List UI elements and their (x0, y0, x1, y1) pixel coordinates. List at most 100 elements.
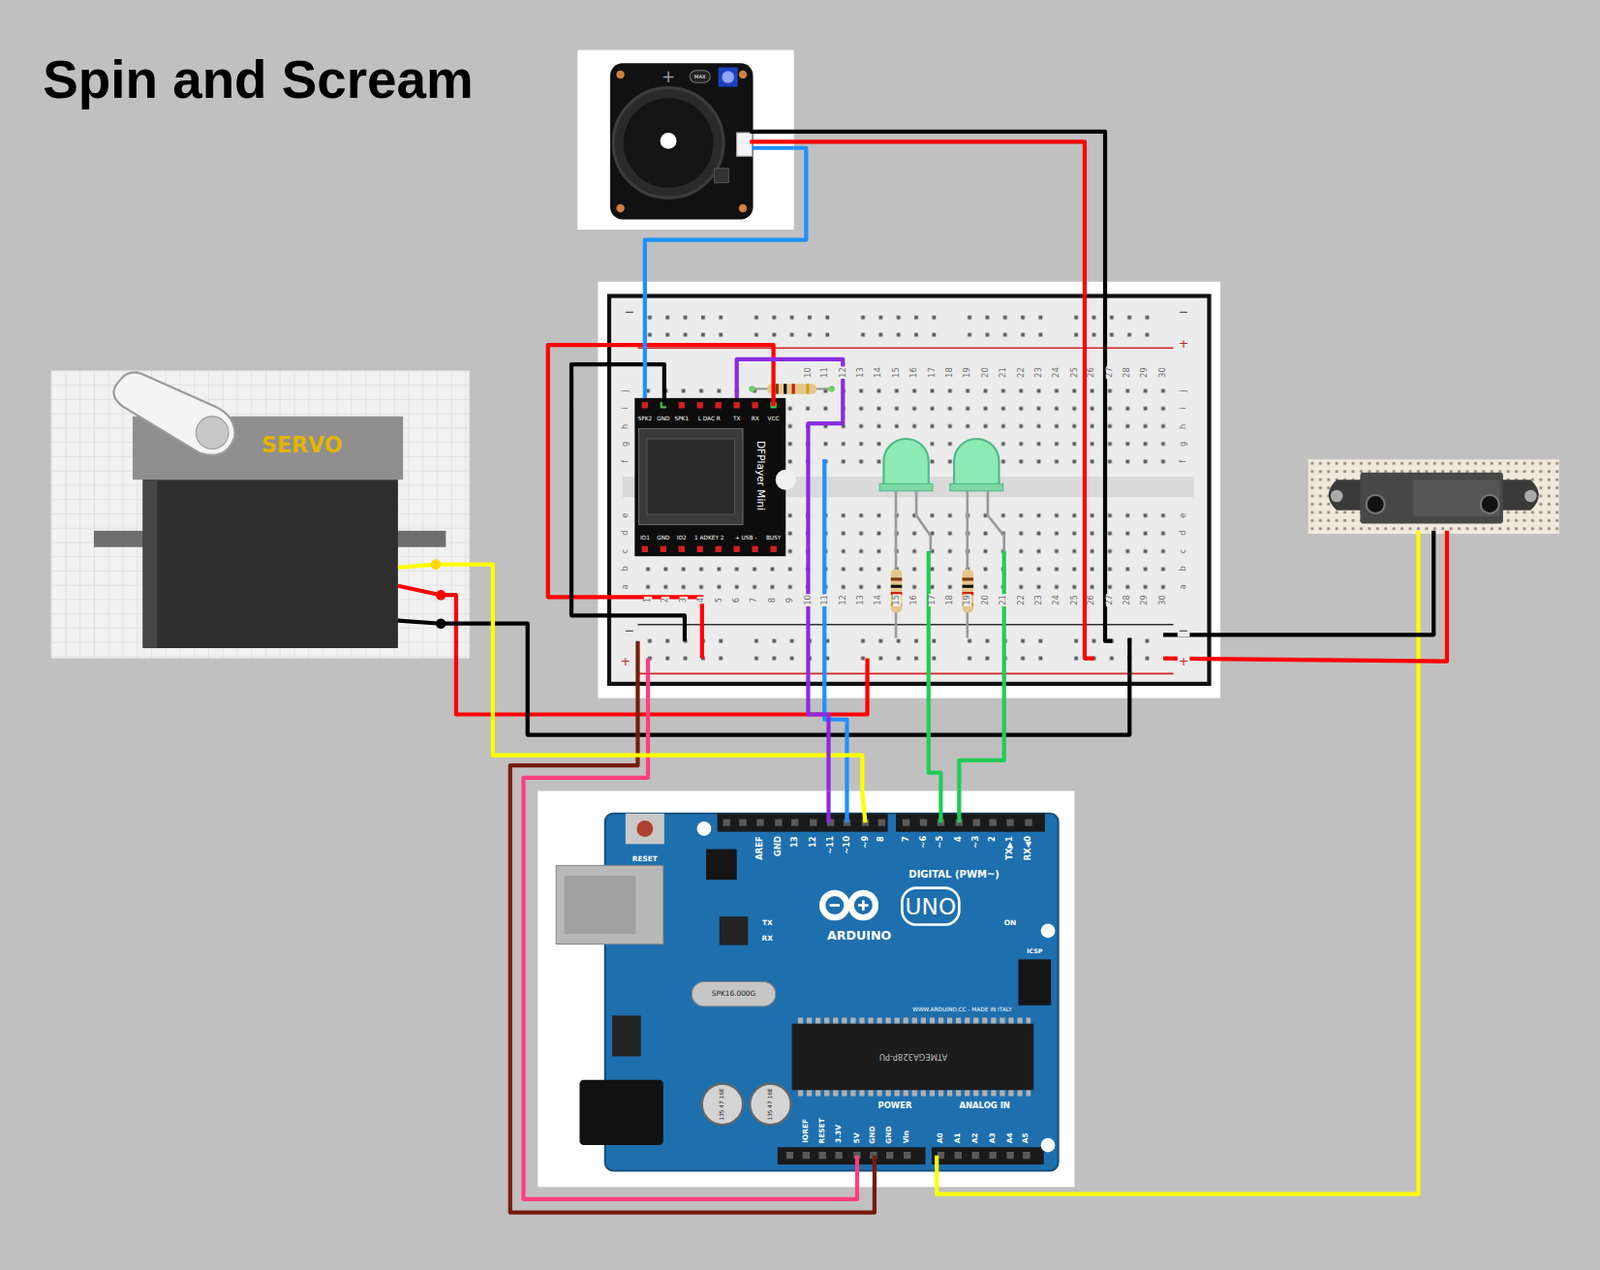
header-pins (726, 818, 1029, 826)
buzzer-hole (660, 132, 677, 150)
lead-dot (430, 558, 442, 570)
column-number: 17 (927, 593, 936, 607)
column-number: 28 (1123, 366, 1132, 379)
resistor-body (962, 569, 975, 613)
sensor-wire (936, 530, 1418, 1195)
sd-slot (639, 428, 743, 524)
pin-label: 1 ADKEY 2 (694, 534, 724, 541)
reset-cap (636, 820, 653, 837)
module-pins (642, 401, 777, 553)
crystal-marking: SPK16.000G (711, 989, 757, 997)
resistor-band (891, 577, 903, 581)
usb-port (555, 864, 664, 944)
logo-plus (861, 899, 865, 911)
button-label: RESET (632, 855, 658, 862)
resistor-body (891, 569, 903, 613)
column-number: 11 (821, 593, 830, 607)
pin-label: 12 (808, 835, 817, 848)
module-name: DFPlayer Mini (755, 440, 767, 511)
column-number: 25 (1070, 593, 1078, 607)
row-letter: d (621, 528, 630, 536)
arduino-ground (537, 791, 1075, 1188)
column-number: 14 (874, 366, 883, 379)
led-label: TX (762, 920, 773, 927)
pin-label: IOREF (802, 1118, 810, 1143)
column-number: 16 (910, 593, 919, 607)
arduino-uno-board: RESETAREFGND1312~11~10~987~6~54~32TX▶1RX… (537, 791, 1075, 1188)
capacitor-marking: 135 47 16E (719, 1087, 726, 1120)
column-number: 20 (981, 366, 989, 379)
led-leg (894, 488, 898, 639)
sensor-lens (1366, 494, 1385, 514)
column-number: 27 (1106, 366, 1114, 379)
pot-label: MAX (694, 73, 707, 79)
perfboard (1308, 459, 1560, 534)
contact-dot (748, 385, 755, 392)
pin-label: TX▶1 (1006, 835, 1015, 861)
power-wire (1163, 530, 1447, 662)
row-letter: e (1179, 511, 1188, 519)
column-number: 23 (1034, 593, 1043, 607)
column-number: 3 (678, 596, 687, 604)
pin-label: A0 (937, 1132, 945, 1143)
led-leg (916, 488, 931, 552)
crystal (691, 982, 775, 1007)
column-number: 28 (1123, 593, 1132, 607)
pin (678, 401, 685, 408)
ground-wire (1163, 530, 1434, 635)
header-label: ICSP (1026, 948, 1043, 954)
resistor-band (775, 383, 779, 395)
mount-hole (615, 70, 624, 79)
pin-label: L DAC R (698, 416, 721, 423)
ground-wire (510, 641, 875, 1213)
row-letter: a (1179, 583, 1188, 590)
ir-sensor-illustration (1308, 459, 1560, 534)
mount-hole (1330, 490, 1344, 503)
header-label: DIGITAL (PWM~) (908, 869, 1000, 880)
led-dome (953, 438, 999, 489)
pin (660, 546, 667, 553)
rail-holes (641, 632, 1174, 668)
resistor-band (792, 383, 796, 395)
signal-wire (826, 791, 831, 824)
column-number: 30 (1159, 366, 1168, 379)
pin-label: RX (751, 416, 760, 423)
chip-marking: ATMEGA328P-PU (879, 1051, 948, 1060)
column-number: 17 (927, 366, 936, 379)
resistor-symbol (748, 383, 834, 395)
resistor-band (962, 577, 975, 581)
column-number: 9 (786, 596, 795, 604)
smd-chip (713, 168, 729, 184)
pin-label: VCC (768, 416, 780, 423)
pin (678, 546, 685, 553)
led-leg (965, 488, 969, 639)
speaker-connector (737, 132, 753, 156)
column-number: 4 (697, 596, 706, 604)
row-letter: d (1179, 528, 1188, 536)
row-letter: c (1179, 548, 1188, 555)
column-number: 26 (1087, 366, 1096, 379)
pin-label: + USB - (735, 534, 758, 541)
pin (751, 401, 758, 408)
column-number: 25 (1070, 366, 1078, 379)
column-number: 15 (892, 366, 901, 379)
power-rail-line (637, 673, 1173, 676)
column-number: 22 (1016, 366, 1025, 379)
power-wire (548, 344, 774, 658)
static-wires (398, 131, 1447, 1213)
column-number: 19 (963, 593, 972, 607)
led-dome (883, 438, 928, 489)
pin (734, 546, 740, 553)
signal-wire (861, 791, 865, 824)
pin-label: 3.3V (834, 1124, 842, 1143)
servo-label: SERVO (261, 434, 343, 457)
servo-horn (113, 371, 235, 455)
mount-hole (1041, 923, 1056, 938)
row-letter: j (621, 388, 630, 393)
column-number: 30 (1159, 593, 1168, 607)
led-wire (958, 551, 1004, 823)
column-number: 5 (714, 596, 723, 604)
row-letter: g (621, 440, 630, 448)
